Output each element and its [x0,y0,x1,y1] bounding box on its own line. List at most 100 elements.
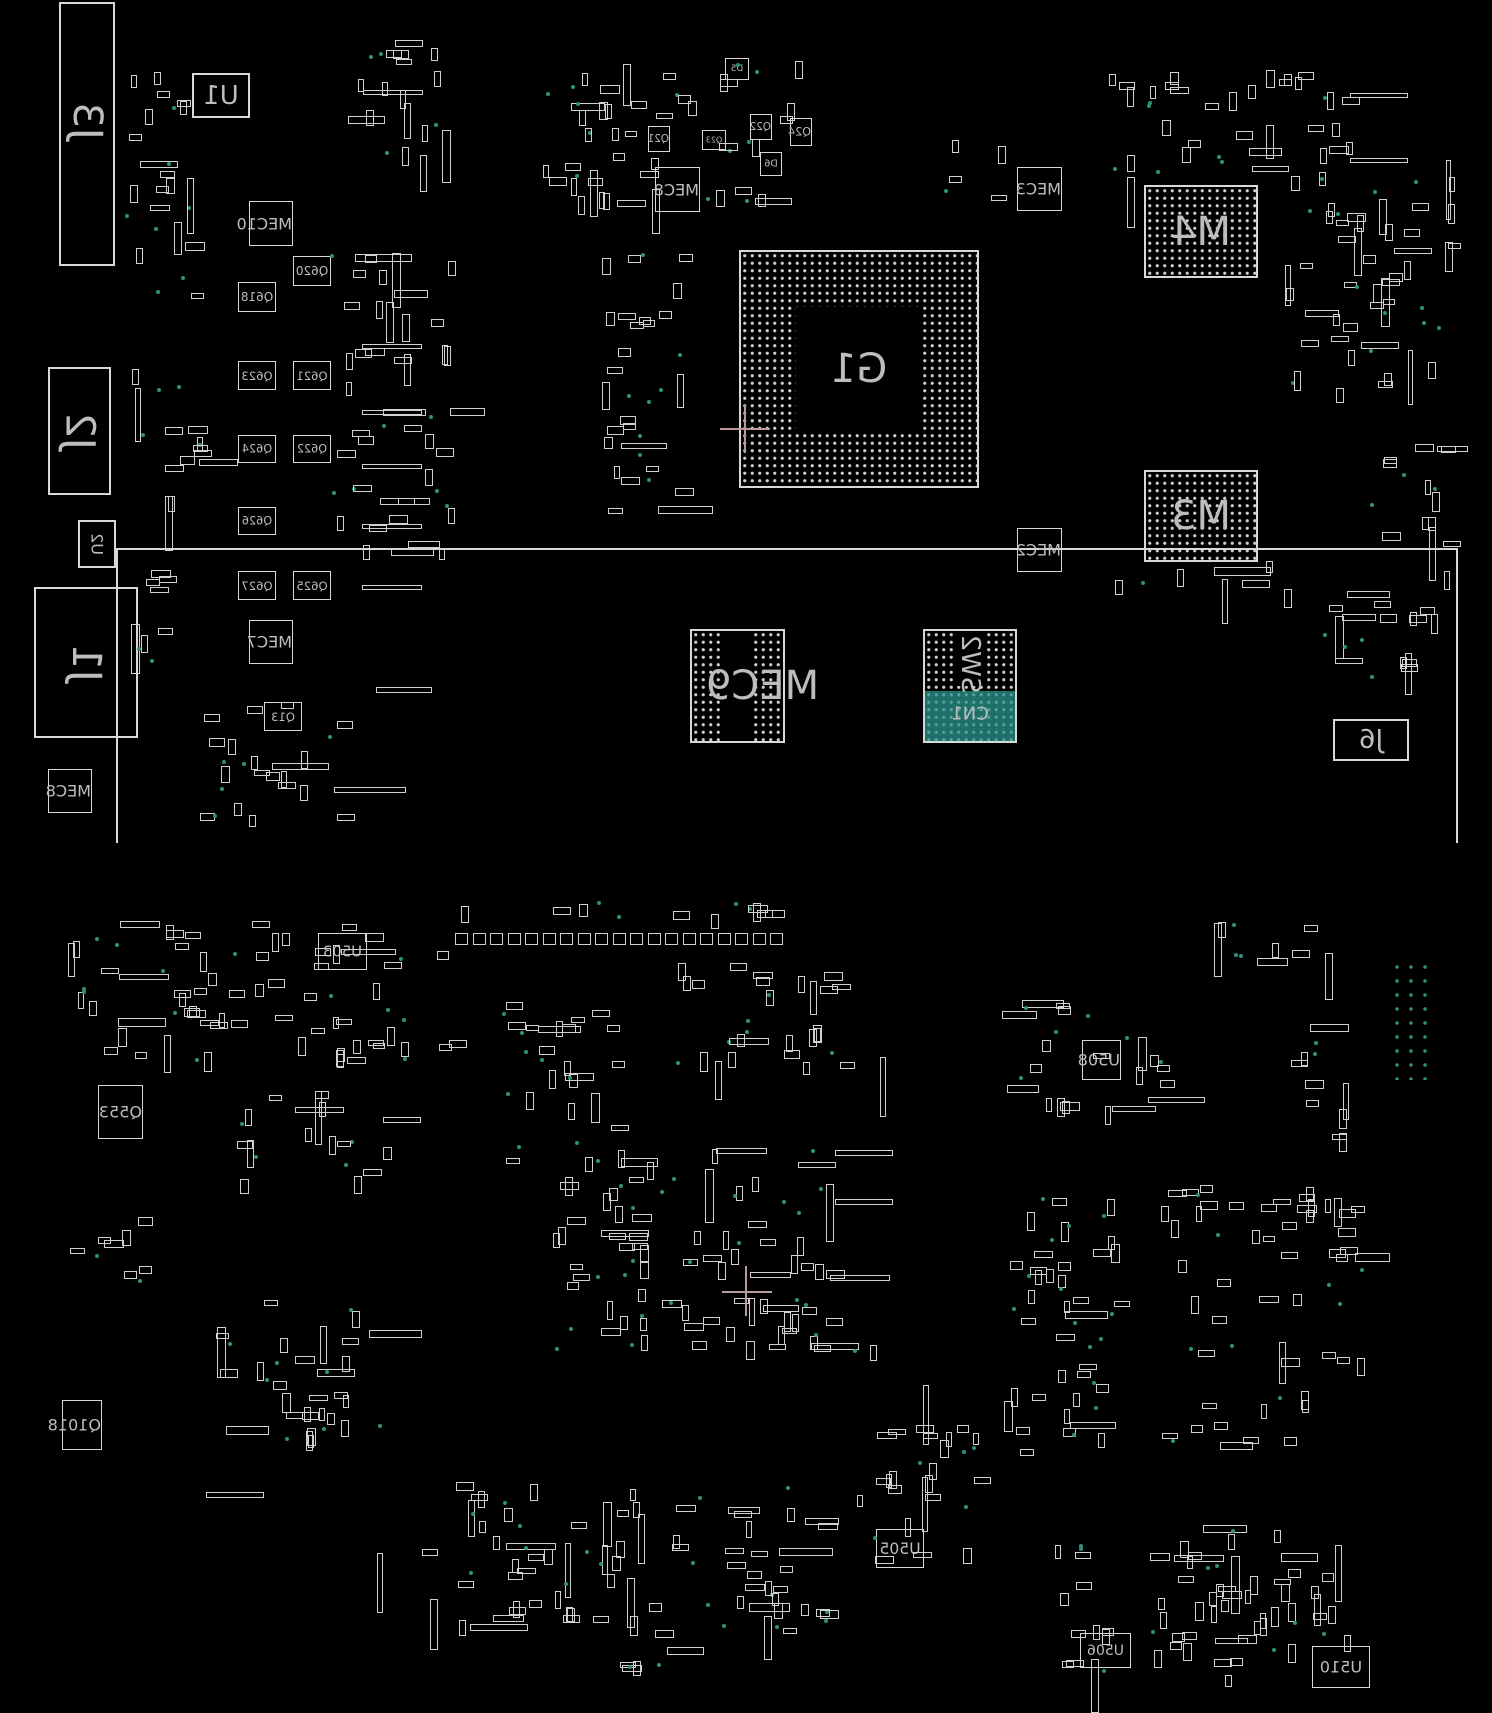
smd-pad[interactable] [1380,614,1397,623]
smd-pad[interactable] [1158,1598,1165,1610]
smd-pad[interactable] [526,1092,534,1110]
smd-pad[interactable] [1096,1384,1109,1393]
smd-pad[interactable] [609,1188,618,1201]
smd-pad[interactable] [1294,371,1301,391]
smd-pad[interactable] [1011,1388,1018,1407]
component-Q626[interactable]: Q626 [238,507,276,535]
smd-pad[interactable] [618,348,631,357]
smd-pad[interactable] [249,815,256,827]
smd-pad[interactable] [1020,1449,1034,1456]
component-U503[interactable]: U503 [318,933,367,970]
smd-pad[interactable] [1431,614,1438,634]
smd-pad[interactable] [234,803,242,816]
smd-pad[interactable] [1187,1556,1193,1569]
smd-pad[interactable] [146,579,160,586]
smd-pad[interactable] [795,61,803,79]
smd-pad[interactable] [633,1661,641,1676]
smd-pad[interactable] [1229,1202,1244,1210]
smd-pad[interactable] [802,1307,817,1315]
component-J1[interactable]: J1 [34,587,138,738]
smd-pad[interactable] [1150,86,1156,99]
smd-pad[interactable] [1027,1212,1035,1231]
smd-pad[interactable] [229,990,245,998]
smd-pad[interactable] [608,508,623,514]
smd-pad[interactable] [810,981,817,1015]
smd-pad[interactable] [140,161,178,168]
smd-pad[interactable] [630,1616,638,1636]
smd-pad[interactable] [1112,1106,1156,1112]
smd-pad[interactable] [579,110,586,126]
smd-pad[interactable] [145,109,153,125]
smd-pad[interactable] [1354,228,1362,276]
smd-pad[interactable] [646,466,659,472]
component-Q627[interactable]: Q627 [238,571,276,600]
smd-pad[interactable] [748,905,768,913]
smd-pad[interactable] [355,254,412,262]
smd-pad[interactable] [1076,1582,1092,1590]
smd-pad[interactable] [1291,176,1300,191]
smd-pad[interactable] [1336,1254,1348,1262]
smd-pad[interactable] [555,1591,561,1609]
smd-pad[interactable] [439,548,445,560]
smd-pad[interactable] [1292,950,1310,958]
smd-pad[interactable] [780,116,793,124]
smd-pad[interactable] [613,153,625,161]
smd-pad[interactable] [579,904,588,917]
smd-pad[interactable] [304,993,317,1001]
smd-pad[interactable] [282,933,290,946]
smd-pad[interactable] [1338,1228,1356,1237]
component-MEC8-bottom[interactable]: MEC8 [46,769,92,813]
smd-pad[interactable] [1325,1199,1331,1213]
smd-pad[interactable] [1231,1556,1240,1614]
smd-pad[interactable] [1214,567,1271,576]
smd-pad[interactable] [1214,923,1222,977]
smd-pad[interactable] [1320,148,1327,164]
smd-pad[interactable] [1325,953,1333,1000]
smd-pad[interactable] [621,1158,658,1167]
smd-pad[interactable] [468,1500,475,1537]
smd-pad[interactable] [1301,340,1319,347]
smd-pad[interactable] [780,1566,793,1573]
smd-pad[interactable] [1412,203,1429,211]
smd-pad[interactable] [728,1507,760,1514]
smd-pad[interactable] [952,140,959,153]
connector-pad[interactable] [700,933,713,945]
smd-pad[interactable] [101,968,119,974]
smd-pad[interactable] [1042,1040,1051,1052]
smd-pad[interactable] [585,128,592,142]
smd-pad[interactable] [1448,243,1461,249]
smd-pad[interactable] [1016,1427,1030,1435]
smd-pad[interactable] [1351,1206,1365,1213]
smd-pad[interactable] [302,1412,319,1420]
smd-pad[interactable] [560,1182,579,1190]
smd-pad[interactable] [389,515,408,524]
smd-pad[interactable] [398,498,415,505]
smd-pad[interactable] [1228,1534,1235,1550]
smd-pad[interactable] [656,113,673,119]
smd-pad[interactable] [1346,142,1353,155]
smd-pad[interactable] [308,1435,314,1448]
smd-pad[interactable] [1079,1364,1097,1370]
smd-pad[interactable] [175,943,189,950]
smd-pad[interactable] [618,1150,625,1168]
smd-pad[interactable] [1322,1352,1336,1359]
smd-pad[interactable] [616,1541,625,1558]
smd-pad[interactable] [1266,125,1274,159]
smd-pad[interactable] [118,1028,127,1047]
smd-pad[interactable] [337,1048,345,1062]
smd-pad[interactable] [530,1484,538,1501]
smd-pad[interactable] [200,952,207,972]
smd-pad[interactable] [154,72,161,85]
smd-pad[interactable] [760,1299,768,1314]
smd-pad[interactable] [813,1025,822,1043]
smd-pad[interactable] [565,1177,573,1196]
smd-pad[interactable] [683,1259,698,1266]
smd-pad[interactable] [1115,580,1123,595]
smd-pad[interactable] [607,1025,620,1032]
smd-pad[interactable] [1285,265,1291,306]
smd-pad[interactable] [319,1408,325,1421]
smd-pad[interactable] [1337,1357,1350,1364]
smd-pad[interactable] [68,943,75,977]
smd-pad[interactable] [588,178,603,186]
smd-pad[interactable] [1449,177,1455,192]
